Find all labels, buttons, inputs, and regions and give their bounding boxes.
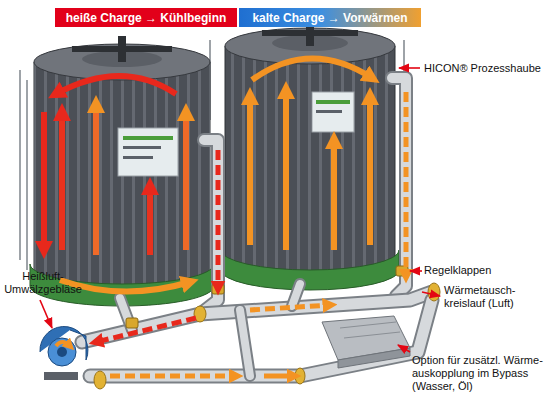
sign-stripe: [123, 136, 173, 140]
flow-arrow: [331, 140, 337, 250]
flow-arrow: [216, 150, 221, 288]
sign-stripe: [316, 110, 342, 113]
flow-arrow: [96, 318, 196, 342]
stub-pipe: [240, 310, 250, 376]
stub-pipe: [292, 284, 300, 306]
hood-sign: [118, 128, 178, 176]
pipe-flange: [428, 283, 440, 301]
flow-arrow: [283, 90, 289, 250]
flow-arrow: [247, 96, 253, 245]
charge-banner: kalte Charge → Vorwärmen: [239, 8, 421, 27]
flow-arrow: [183, 112, 189, 250]
heat-exchanger-rib: [340, 322, 396, 328]
stub-pipe: [240, 310, 250, 376]
support-pole: [19, 70, 21, 260]
leader-line: [40, 300, 52, 328]
blower-wheel: [48, 338, 76, 366]
callout-label: Regelklappen: [424, 264, 558, 277]
flow-arrow: [41, 112, 47, 250]
blower-base: [44, 372, 78, 380]
callout-label: Option für zusätzl. Wärme- auskopplung i…: [412, 354, 560, 394]
manifold-pipe: [90, 300, 432, 376]
banner-text: heiße Charge → Kühlbeginn: [66, 12, 227, 24]
support-pole: [26, 80, 28, 270]
banner-text: kalte Charge → Vorwärmen: [252, 12, 407, 24]
heat-exchanger-rib: [344, 332, 400, 338]
flow-arrow: [404, 92, 409, 276]
flow-arrow: [56, 76, 176, 94]
sign-stripe: [123, 146, 161, 149]
leader-line: [398, 345, 410, 352]
flow-arrow: [56, 342, 70, 346]
hood-body: [225, 46, 395, 286]
stub-pipe: [292, 284, 300, 306]
leader-line: [422, 292, 440, 296]
flow-arrow: [252, 58, 372, 80]
hood-base-ring: [221, 250, 399, 290]
flow-arrow: [110, 374, 236, 379]
blower-housing: [40, 327, 88, 360]
leader-line: [399, 67, 420, 69]
flow-arrow: [147, 186, 153, 255]
flow-arrow: [250, 305, 330, 310]
air-pipe: [392, 78, 406, 296]
heat-exchanger-side: [338, 348, 410, 368]
hood-ribs: [225, 46, 395, 286]
flow-arrow: [367, 96, 373, 245]
manifold-pipe: [90, 300, 432, 376]
crane-lug: [72, 36, 172, 62]
flow-arrow: [264, 374, 294, 379]
hood-sign: [312, 92, 354, 132]
sign-stripe: [123, 156, 153, 159]
control-flap: [126, 318, 138, 328]
flow-arrow: [59, 112, 65, 250]
callout-label: Heißluft- Umwälzgebläse: [0, 270, 86, 296]
leader-line: [410, 270, 422, 272]
pipe-flange: [295, 368, 305, 384]
flow-arrow: [93, 104, 99, 255]
blower-hub: [57, 347, 67, 357]
air-pipe: [392, 78, 406, 296]
sign-stripe: [316, 100, 350, 104]
pipe-flange: [94, 371, 106, 389]
hood-ribs: [34, 62, 210, 300]
callout-label: Wärmetausch- kreislauf (Luft): [444, 284, 544, 310]
charge-banner: heiße Charge → Kühlbeginn: [55, 8, 237, 27]
hood-body: [34, 62, 210, 300]
callout-label: HICON® Prozesshaube: [424, 62, 558, 75]
